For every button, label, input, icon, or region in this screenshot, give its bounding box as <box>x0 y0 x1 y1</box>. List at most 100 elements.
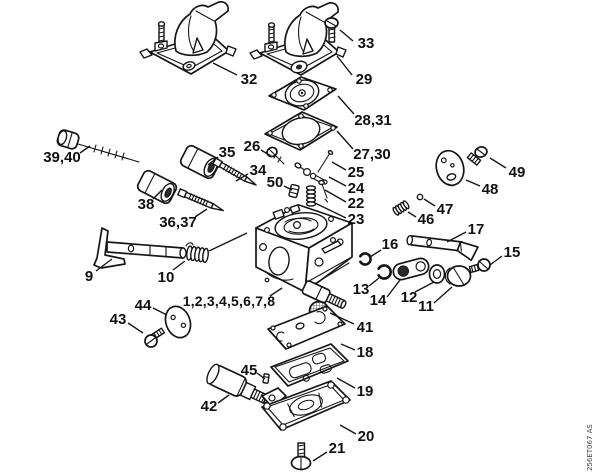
part-label-35: 35 <box>219 144 236 161</box>
part-label-34: 34 <box>250 162 267 179</box>
part-label-21: 21 <box>329 440 346 457</box>
part-label-32: 32 <box>241 71 258 88</box>
drawing-spring-10 <box>185 232 248 264</box>
drawing-disc-44 <box>164 305 192 339</box>
drawing-washer-12 <box>428 264 446 284</box>
leader-line-47 <box>423 198 436 207</box>
part-label-44: 44 <box>135 297 152 314</box>
part-label-42: 42 <box>201 398 218 415</box>
drawing-rod-17 <box>406 234 479 262</box>
drawing-screw-33 <box>324 17 339 43</box>
leader-line-34 <box>235 173 249 182</box>
callout-layer: 32332928,3127,30252422232650353439,40383… <box>43 29 526 462</box>
part-label-39-40: 39,40 <box>43 149 81 166</box>
leader-line-12 <box>414 281 435 293</box>
part-label-38: 38 <box>138 196 155 213</box>
part-label-15: 15 <box>504 244 521 261</box>
part-label-16: 16 <box>382 236 399 253</box>
drawing-diaphragm-19 <box>270 343 349 387</box>
leader-line-17 <box>446 231 467 243</box>
leader-line-39-40 <box>79 145 91 154</box>
part-label-26: 26 <box>244 138 261 155</box>
leader-line-49 <box>489 157 507 169</box>
drawing-cover-20 <box>261 380 351 431</box>
leader-line-43 <box>127 322 144 334</box>
drawing-diaphragm-28-31 <box>268 76 337 111</box>
leader-line-24 <box>328 176 347 187</box>
part-label-10: 10 <box>158 269 175 286</box>
part-label-36-37: 36,37 <box>159 214 197 231</box>
leader-line-23 <box>314 202 347 219</box>
leader-line-38 <box>152 189 163 200</box>
leader-line-42 <box>217 394 230 404</box>
part-label-11: 11 <box>418 298 434 315</box>
leader-line-9 <box>95 258 113 272</box>
drawing-screw-49 <box>466 146 488 166</box>
part-label-33: 33 <box>358 35 375 52</box>
drawing-lever-24 <box>294 162 328 185</box>
leader-line-16 <box>369 249 382 258</box>
leader-line-44 <box>152 307 168 316</box>
leader-line-28-31 <box>337 95 355 115</box>
drawing-screw-15 <box>468 258 491 274</box>
part-label-49: 49 <box>509 164 526 181</box>
part-label-12: 12 <box>401 289 418 306</box>
leader-line-18 <box>340 343 356 351</box>
leader-line-15 <box>489 255 503 266</box>
part-label-43: 43 <box>110 311 127 328</box>
drawing-plate-18 <box>267 305 346 350</box>
part-label-29: 29 <box>356 71 373 88</box>
drawing-carburetor-body <box>255 204 353 309</box>
part-label-46: 46 <box>418 211 435 228</box>
leader-line-21 <box>312 451 328 462</box>
drawing-layer <box>56 0 491 471</box>
part-label-14: 14 <box>370 292 387 309</box>
leader-line-29 <box>336 55 353 76</box>
drawing-screw-39-40 <box>56 129 140 163</box>
leader-line-20 <box>339 424 357 435</box>
part-label-41: 41 <box>357 319 374 336</box>
leader-line-36-37 <box>194 208 208 218</box>
part-label-28-31: 28,31 <box>354 112 392 129</box>
drawing-pin-25 <box>317 150 334 173</box>
leader-line-33 <box>339 29 354 42</box>
leader-line-48 <box>465 179 481 187</box>
drawing-screw-21 <box>290 442 312 471</box>
leader-line-25 <box>331 161 347 171</box>
part-label-24: 24 <box>348 180 365 197</box>
part-label-48: 48 <box>482 181 499 198</box>
leader-line-11 <box>433 286 453 304</box>
leader-line-32 <box>212 62 238 76</box>
part-label-18: 18 <box>357 344 374 361</box>
drawing-ball-47 <box>416 193 424 201</box>
leader-line-13 <box>368 277 380 287</box>
leader-line-45 <box>256 372 266 380</box>
part-label-17: 17 <box>468 221 485 238</box>
leader-line-46 <box>407 211 417 218</box>
drawing-clip-16 <box>359 252 372 266</box>
leader-line-22 <box>324 189 347 203</box>
part-label-47: 47 <box>437 201 454 218</box>
part-label-45: 45 <box>241 362 258 379</box>
drawing-shaft-9 <box>93 227 187 269</box>
drawing-lever-14 <box>392 257 430 281</box>
part-label-25: 25 <box>348 164 365 181</box>
drawing-clip-13 <box>377 264 392 280</box>
drawing-plug-11 <box>444 265 472 287</box>
leader-line-14 <box>386 279 401 298</box>
drawing-needle-36-37 <box>177 188 226 215</box>
drawing-gasket-27-30 <box>264 111 338 151</box>
drawing-pump-cover-32 <box>139 0 237 75</box>
leader-line-10 <box>172 260 186 271</box>
drawing-disc-48 <box>435 149 465 187</box>
part-label-22: 22 <box>348 195 365 212</box>
drawing-screw-43 <box>144 327 166 348</box>
leader-line-35 <box>207 156 219 166</box>
part-label-23: 23 <box>348 211 365 228</box>
drawing-spring-46 <box>392 200 410 216</box>
watermark-code: 256ET067 AS <box>586 424 594 471</box>
leader-line-27-30 <box>336 130 354 150</box>
drawing-carb-cover-29 <box>249 1 347 76</box>
